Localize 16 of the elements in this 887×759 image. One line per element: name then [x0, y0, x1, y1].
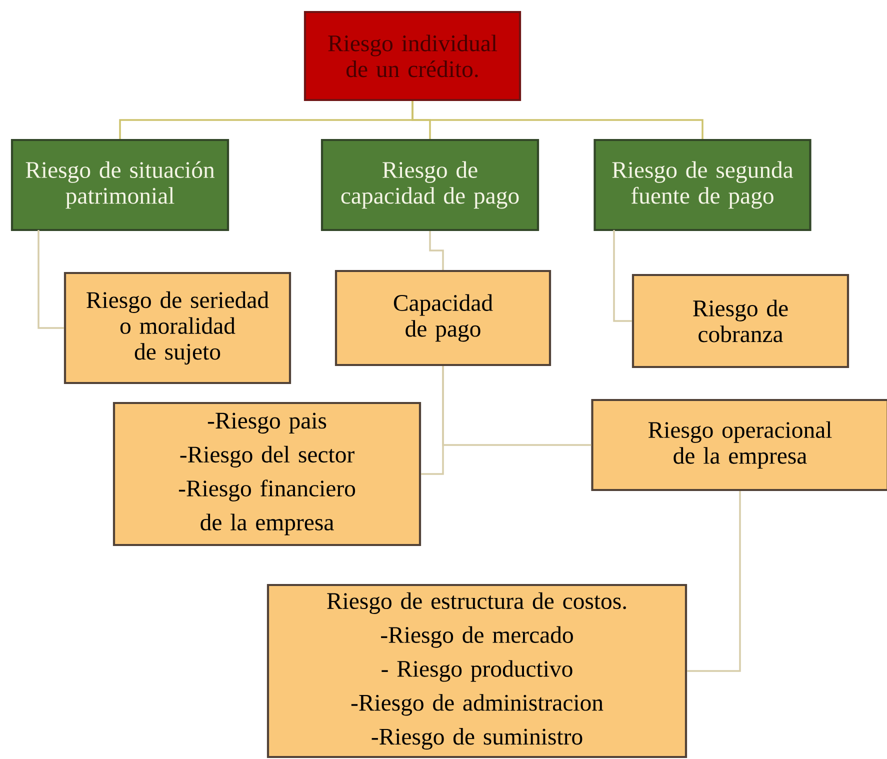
risk-box: -Riesgo pais -Riesgo del sector -Riesgo financiero de la empresa	[112, 402, 422, 546]
risk-box: Riesgo operacional de la empresa	[591, 398, 887, 492]
root-box: Riesgo individual de un crédito.	[304, 10, 522, 102]
risk-box: Capacidad de pago	[334, 270, 552, 366]
connector-line	[687, 491, 741, 672]
connector-line	[442, 366, 592, 446]
risk-box: Riesgo de cobranza	[632, 274, 850, 368]
risk-box: Riesgo de seriedad o moralidad de sujeto	[64, 272, 292, 384]
category-box: Riesgo de segunda fuente de pago	[594, 138, 812, 232]
connector-line	[38, 230, 64, 329]
category-box: Riesgo de situación patrimonial	[10, 138, 230, 232]
risk-box: Riesgo de estructura de costos. -Riesgo de mercado - Riesgo productivo -Riesgo de administracion -Riesgo de suministro	[266, 584, 688, 758]
connector-line	[429, 231, 444, 270]
category-box: Riesgo de capacidad de pago	[320, 138, 540, 232]
connector-line	[412, 101, 704, 139]
connector-line	[613, 230, 632, 322]
